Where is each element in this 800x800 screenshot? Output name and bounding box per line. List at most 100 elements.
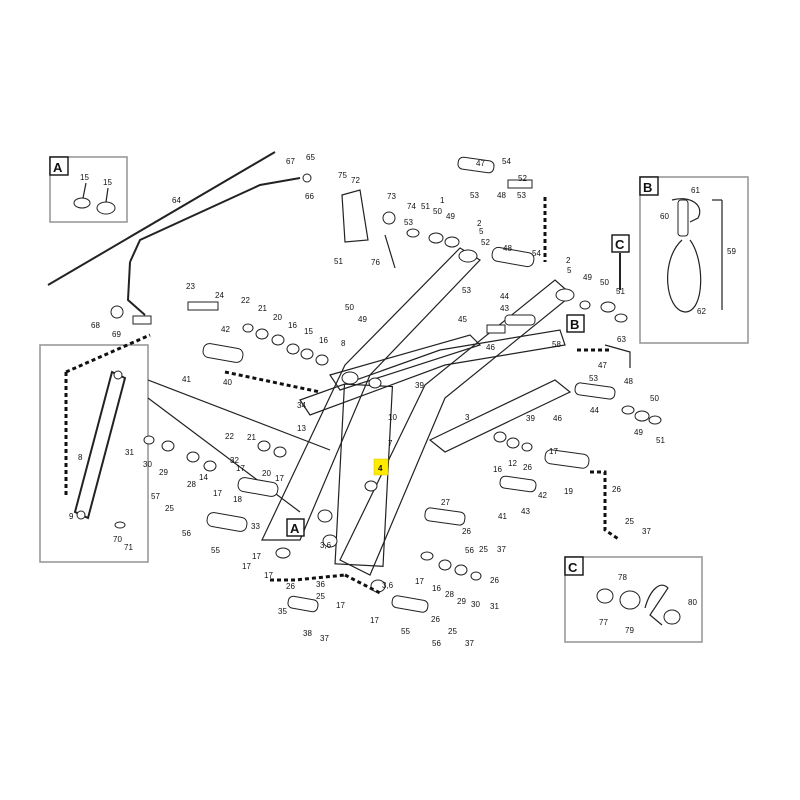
- pin-27-icon: [424, 507, 466, 526]
- line-63: [604, 344, 631, 368]
- bushing-icon: [203, 460, 217, 472]
- label-17: 17: [336, 601, 345, 610]
- lower-beam: [428, 379, 572, 453]
- label-72: 72: [351, 176, 360, 185]
- pin-76: [384, 234, 396, 269]
- pin-55-icon: [391, 595, 429, 613]
- label-37: 37: [320, 634, 329, 643]
- bolt-icon: [187, 301, 219, 311]
- label-50: 50: [345, 303, 354, 312]
- label-21: 21: [247, 433, 256, 442]
- pin-47-icon: [457, 156, 495, 174]
- washer-icon: [257, 440, 271, 452]
- label-18: 18: [233, 495, 242, 504]
- washer-icon: [579, 300, 591, 310]
- pin-61: [671, 198, 701, 223]
- inset-b-frame: [639, 176, 749, 344]
- label-49: 49: [446, 212, 455, 221]
- dash-guide: [590, 470, 621, 542]
- label-63: 63: [617, 335, 626, 344]
- label-41: 41: [498, 512, 507, 521]
- pivot-pin-icon: [368, 377, 382, 389]
- label-9: 9: [69, 512, 74, 521]
- label-39: 39: [526, 414, 535, 423]
- label-15: 15: [103, 178, 112, 187]
- washer-icon: [438, 559, 452, 571]
- label-37: 37: [642, 527, 651, 536]
- bolt-icon: [486, 324, 506, 334]
- label-50: 50: [650, 394, 659, 403]
- pin-hole-icon: [113, 370, 123, 380]
- label-17: 17: [415, 577, 424, 586]
- callout-b-box: [566, 314, 585, 333]
- label-42: 42: [538, 491, 547, 500]
- dash-guide: [270, 573, 346, 582]
- label-2: 2: [477, 219, 482, 228]
- pin-48-icon: [491, 246, 535, 268]
- label-61: 61: [691, 186, 700, 195]
- label-55: 55: [401, 627, 410, 636]
- label-3: 3: [465, 413, 470, 422]
- label-15: 15: [304, 327, 313, 336]
- label-17: 17: [370, 616, 379, 625]
- label-27: 27: [441, 498, 450, 507]
- label-50: 50: [600, 278, 609, 287]
- label-8: 8: [78, 453, 83, 462]
- label-49: 49: [358, 315, 367, 324]
- washer-icon: [470, 571, 482, 581]
- highlight-part-4[interactable]: [373, 458, 389, 476]
- label-20: 20: [273, 313, 282, 322]
- label-68: 68: [91, 321, 100, 330]
- pivot-pin-icon: [364, 480, 378, 492]
- label-46: 46: [486, 343, 495, 352]
- dash-guide: [65, 333, 151, 374]
- label-46: 46: [553, 414, 562, 423]
- label-33: 33: [251, 522, 260, 531]
- label-77: 77: [599, 618, 608, 627]
- washer-icon: [634, 410, 650, 422]
- pin-44-icon: [504, 314, 536, 326]
- label-16: 16: [493, 465, 502, 474]
- label-8: 8: [341, 339, 346, 348]
- pivot-pin-icon: [322, 534, 338, 548]
- washer-icon: [621, 405, 635, 415]
- label-25: 25: [165, 504, 174, 513]
- label-12: 12: [508, 459, 517, 468]
- label-58: 58: [552, 340, 561, 349]
- washer-icon: [454, 564, 468, 576]
- label-23: 23: [186, 282, 195, 291]
- label-37: 37: [465, 639, 474, 648]
- washer-icon: [444, 236, 460, 248]
- label-41: 41: [182, 375, 191, 384]
- cross-tube: [299, 329, 566, 416]
- label-7: 7: [388, 439, 393, 448]
- inset-b-tag-box: [639, 176, 659, 196]
- label-15: 15: [80, 173, 89, 182]
- bolt-icon: [507, 179, 533, 189]
- tilt-link: [334, 383, 394, 567]
- label-47: 47: [598, 361, 607, 370]
- clamp-icon: [110, 305, 124, 319]
- callout-a: A: [290, 521, 300, 536]
- label-45: 45: [458, 315, 467, 324]
- fitting-icon: [302, 173, 312, 183]
- label-26: 26: [462, 527, 471, 536]
- washer-icon: [242, 323, 254, 333]
- label-73: 73: [387, 192, 396, 201]
- bracket-72: [341, 189, 369, 243]
- label-28: 28: [445, 590, 454, 599]
- washer-icon: [186, 451, 200, 463]
- pivot-pin-icon: [458, 249, 478, 263]
- washer-icon: [255, 328, 269, 340]
- inset-a-tag: A: [53, 160, 63, 175]
- label-17: 17: [213, 489, 222, 498]
- callout-b: B: [570, 317, 579, 332]
- inset-c-tag-box: [564, 556, 584, 576]
- label-59: 59: [727, 247, 736, 256]
- label-17: 17: [549, 447, 558, 456]
- label-29: 29: [159, 468, 168, 477]
- label-4[interactable]: 4: [378, 464, 383, 473]
- label-32: 32: [230, 456, 239, 465]
- label-2: 2: [566, 256, 571, 265]
- label-13: 13: [297, 424, 306, 433]
